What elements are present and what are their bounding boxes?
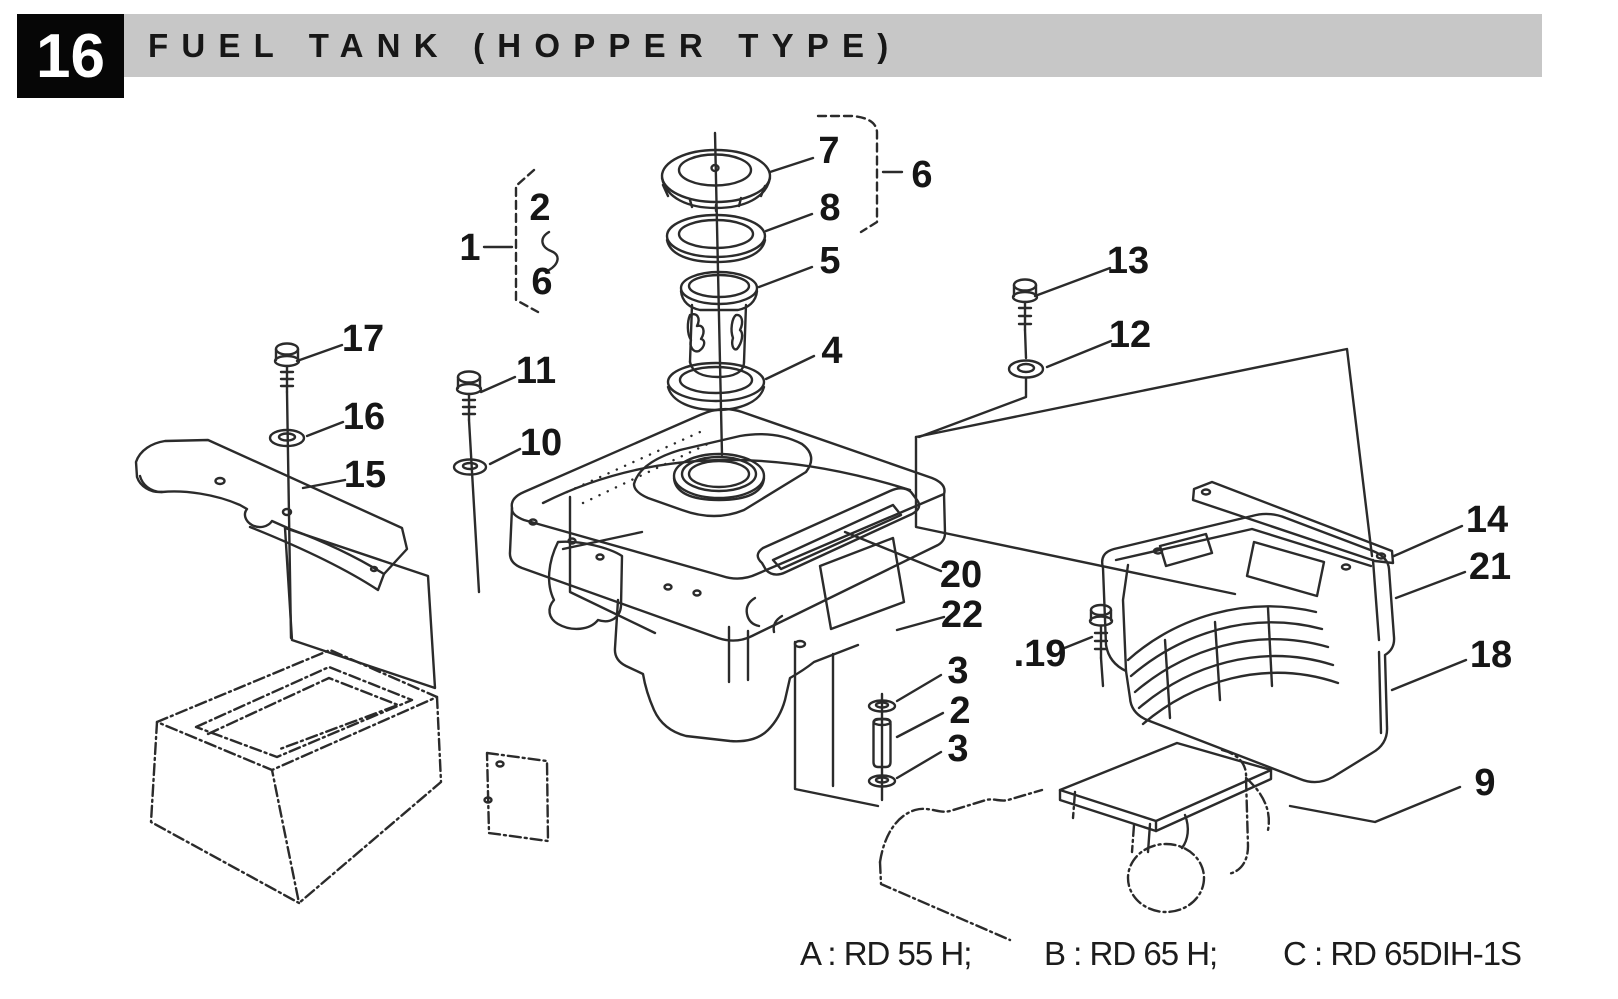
model-legend: A : RD 55 H; B : RD 65 H; C : RD 65DIH-1… [800,935,1522,972]
tank-sump [613,598,860,743]
callout-7: 7 [818,130,839,172]
callout-labels: 1 2 6 7 6 8 5 4 13 12 17 16 15 11 10 20 … [342,130,1512,804]
section-number-box: 16 [17,14,124,98]
strainer-flange [679,270,759,306]
legend-model-b: B : RD 65 H; [1044,935,1217,972]
bolt-19-group [1088,603,1114,688]
callout-13: 13 [1107,240,1149,282]
section-title-bar: FUEL TANK (HOPPER TYPE) [124,14,1542,77]
callout-18: 18 [1470,634,1512,676]
vent-pad-hatch [818,536,906,631]
callout-3-upper: 3 [947,650,968,692]
tank-top-face [510,407,946,580]
heat-shield-group [134,342,409,640]
washer-3b [867,774,897,788]
callout-8: 8 [819,187,840,229]
callout-2-range-top: 2 [529,187,550,229]
callout-20: 20 [940,554,982,596]
callout-15: 15 [344,454,386,496]
callout-17: 17 [342,318,384,360]
vent-louver-hatch [771,503,903,571]
grate-assembly [1100,480,1396,784]
fuel-tank [508,407,947,808]
callout-6-range-bottom: 6 [531,261,552,303]
group-bracket-6 [816,114,879,234]
washer-16 [268,428,306,448]
washer-3a [867,699,897,713]
bolt-13-group [917,278,1045,439]
callout-2: 2 [949,690,970,732]
callout-4: 4 [821,330,842,372]
filler-neck-outer [672,452,766,500]
neck-gasket [666,361,766,403]
section-number: 16 [36,21,105,91]
legend-model-c: C : RD 65DIH-1S [1283,935,1521,972]
grate-hatch-small [1158,532,1214,568]
callout-16: 16 [343,396,385,438]
tank-front-band [508,492,947,642]
callout-21: 21 [1469,546,1511,588]
cap-gasket [665,213,767,259]
bolt-17 [273,342,301,640]
fuel-filter-stack [867,692,897,802]
grate-body [1100,512,1396,784]
tank-leg-bracket [547,540,624,631]
callout-3-lower: 3 [947,728,968,770]
top-strip [1191,480,1395,565]
callout-19: .19 [1014,633,1067,675]
vent-louver-frame [756,487,921,576]
filler-cap-stack [660,131,772,457]
callout-11: 11 [516,350,556,392]
bolt-11-group [452,370,488,594]
washer-10 [452,458,488,476]
strainer-mesh-mark [686,313,706,353]
washer-12 [1007,359,1045,379]
fuel-cap [660,148,772,204]
range-squiggle [541,230,559,272]
callout-6: 6 [911,154,932,196]
engine-phantom-outline [878,748,1271,942]
callout-12: 12 [1109,314,1151,356]
hopper-phantom-outline [149,648,550,905]
callout-5: 5 [819,240,840,282]
page-title: FUEL TANK (HOPPER TYPE) [148,26,902,64]
callout-10: 10 [520,422,562,464]
grate-hatch-pad [1245,540,1326,598]
callout-1: 1 [459,227,480,269]
callout-9: 9 [1474,762,1495,804]
callout-leaders [295,114,1468,824]
callout-14: 14 [1466,499,1508,541]
base-plate [1058,741,1273,854]
group-bracket-1 [514,168,540,314]
filter-element-2 [872,717,892,769]
legend-model-a: A : RD 55 H; [800,935,971,972]
callout-22: 22 [941,594,983,636]
